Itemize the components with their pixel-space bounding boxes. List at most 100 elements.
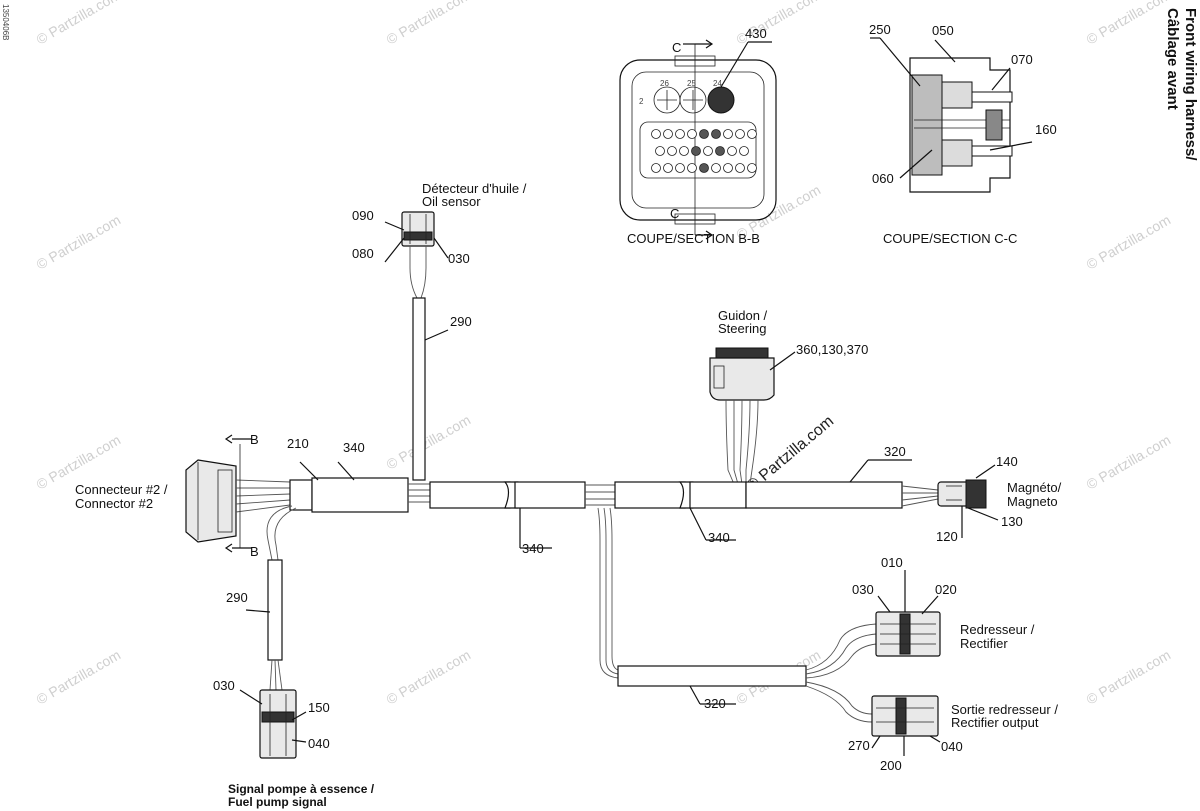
section-marker-b-bottom: B <box>250 544 259 559</box>
pin <box>703 146 713 156</box>
magneto-label-en: Magneto <box>1007 494 1058 509</box>
pin <box>735 129 745 139</box>
oil-sensor-connector <box>401 211 435 247</box>
pin <box>651 163 661 173</box>
watermark: © Partzilla.com <box>1084 647 1174 708</box>
callout-020: 020 <box>935 582 957 597</box>
steering-branch: Guidon / Steering 360,130,370 <box>709 308 868 485</box>
callout-160: 160 <box>1035 122 1057 137</box>
rectifier-label-fr: Redresseur / <box>960 622 1035 637</box>
rectifier-output-label-fr: Sortie redresseur / <box>951 702 1058 717</box>
pin <box>699 163 709 173</box>
callout-040-fuel: 040 <box>308 736 330 751</box>
section-marker-c-bottom: C <box>670 206 679 221</box>
steering-connector <box>709 357 775 401</box>
steering-label-fr: Guidon / <box>718 308 768 323</box>
callout-040-rect: 040 <box>941 739 963 754</box>
pin <box>667 146 677 156</box>
watermark: © Partzilla.com <box>384 0 474 48</box>
pin-label-25: 25 <box>687 79 696 88</box>
callout-030-fuel: 030 <box>213 678 235 693</box>
callout-120: 120 <box>936 529 958 544</box>
pin-field <box>651 129 757 173</box>
callout-340-c: 340 <box>708 530 730 545</box>
section-c-c-label: COUPE/SECTION C-C <box>883 231 1017 246</box>
sleeve-210 <box>311 477 409 513</box>
pin <box>675 129 685 139</box>
callout-250: 250 <box>869 22 891 37</box>
fuel-pump-label-fr: Signal pompe à essence / <box>228 782 375 796</box>
watermark: © Partzilla.com <box>1084 0 1174 48</box>
watermark: © Partzilla.com <box>1084 432 1174 493</box>
pin <box>679 146 689 156</box>
callout-320-top: 320 <box>884 444 906 459</box>
watermark: © Partzilla.com <box>34 212 124 273</box>
pin <box>735 163 745 173</box>
pin-label-26: 26 <box>660 79 669 88</box>
watermark: © Partzilla.com <box>1084 212 1174 273</box>
magneto-label-fr: Magnéto/ <box>1007 480 1062 495</box>
section-marker-c-top: C <box>672 40 681 55</box>
oil-sensor-sheath <box>412 297 426 481</box>
callout-060: 060 <box>872 171 894 186</box>
pin <box>663 129 673 139</box>
rectifier-label-en: Rectifier <box>960 636 1008 651</box>
pin <box>651 129 661 139</box>
sleeve-320-bottom <box>617 665 807 687</box>
callout-340-a: 340 <box>343 440 365 455</box>
fuel-pump-branch: 290 030 150 040 Signal pompe à essence /… <box>213 505 375 809</box>
connector-2-label-fr: Connecteur #2 / <box>75 482 168 497</box>
pin <box>699 129 709 139</box>
oil-sensor-branch: Détecteur d'huile / Oil sensor 090 080 0… <box>352 181 527 481</box>
callout-210: 210 <box>287 436 309 451</box>
callout-290-left: 290 <box>226 590 248 605</box>
callout-360-130-370: 360,130,370 <box>796 342 868 357</box>
callout-200: 200 <box>880 758 902 773</box>
callout-050: 050 <box>932 23 954 38</box>
pin <box>711 129 721 139</box>
callout-270: 270 <box>848 738 870 753</box>
pin <box>663 163 673 173</box>
pin-label-24: 24 <box>713 79 722 88</box>
pin <box>715 146 725 156</box>
pin <box>747 163 757 173</box>
pin <box>711 163 721 173</box>
callout-070: 070 <box>1011 52 1033 67</box>
callout-010: 010 <box>881 555 903 570</box>
watermarks: © Partzilla.com © Partzilla.com © Partzi… <box>34 0 1174 708</box>
pin <box>655 146 665 156</box>
pin <box>739 146 749 156</box>
connector-2-assembly: Connecteur #2 / Connector #2 B B <box>75 432 291 559</box>
title-line2: Câblage avant <box>1164 8 1181 110</box>
connector-2-label-en: Connector #2 <box>75 496 153 511</box>
rectifier-branch: 320 010 030 020 Redresseur / Rectifier S… <box>597 507 1058 773</box>
callout-130: 130 <box>1001 514 1023 529</box>
pin <box>687 129 697 139</box>
section-b-b-label: COUPE/SECTION B-B <box>627 231 760 246</box>
sleeve-290-left <box>267 559 283 661</box>
rectifier-output-label-en: Rectifier output <box>951 715 1039 730</box>
pin <box>691 146 701 156</box>
callout-080: 080 <box>352 246 374 261</box>
callout-290-top: 290 <box>450 314 472 329</box>
callout-090: 090 <box>352 208 374 223</box>
pin <box>723 129 733 139</box>
callout-030-oil: 030 <box>448 251 470 266</box>
pin <box>723 163 733 173</box>
pin <box>687 163 697 173</box>
fuel-pump-label-en: Fuel pump signal <box>228 795 327 809</box>
watermark: © Partzilla.com <box>384 647 474 708</box>
oil-sensor-label-en: Oil sensor <box>422 194 481 209</box>
pin-label-2: 2 <box>639 97 644 106</box>
section-b-b-view: C C 26 25 24 2 430 COUPE/SECTION B-B <box>619 26 777 246</box>
pin <box>675 163 685 173</box>
callout-340-b: 340 <box>522 541 544 556</box>
watermark: © Partzilla.com <box>34 647 124 708</box>
steering-label-en: Steering <box>718 321 766 336</box>
callout-150: 150 <box>308 700 330 715</box>
section-c-c-view: 250 050 070 160 060 COUPE/SECTION C-C <box>869 22 1057 246</box>
title-line1: Front wiring harness/ <box>1182 8 1199 161</box>
watermark: © Partzilla.com <box>384 412 474 473</box>
section-marker-b-top: B <box>250 432 259 447</box>
